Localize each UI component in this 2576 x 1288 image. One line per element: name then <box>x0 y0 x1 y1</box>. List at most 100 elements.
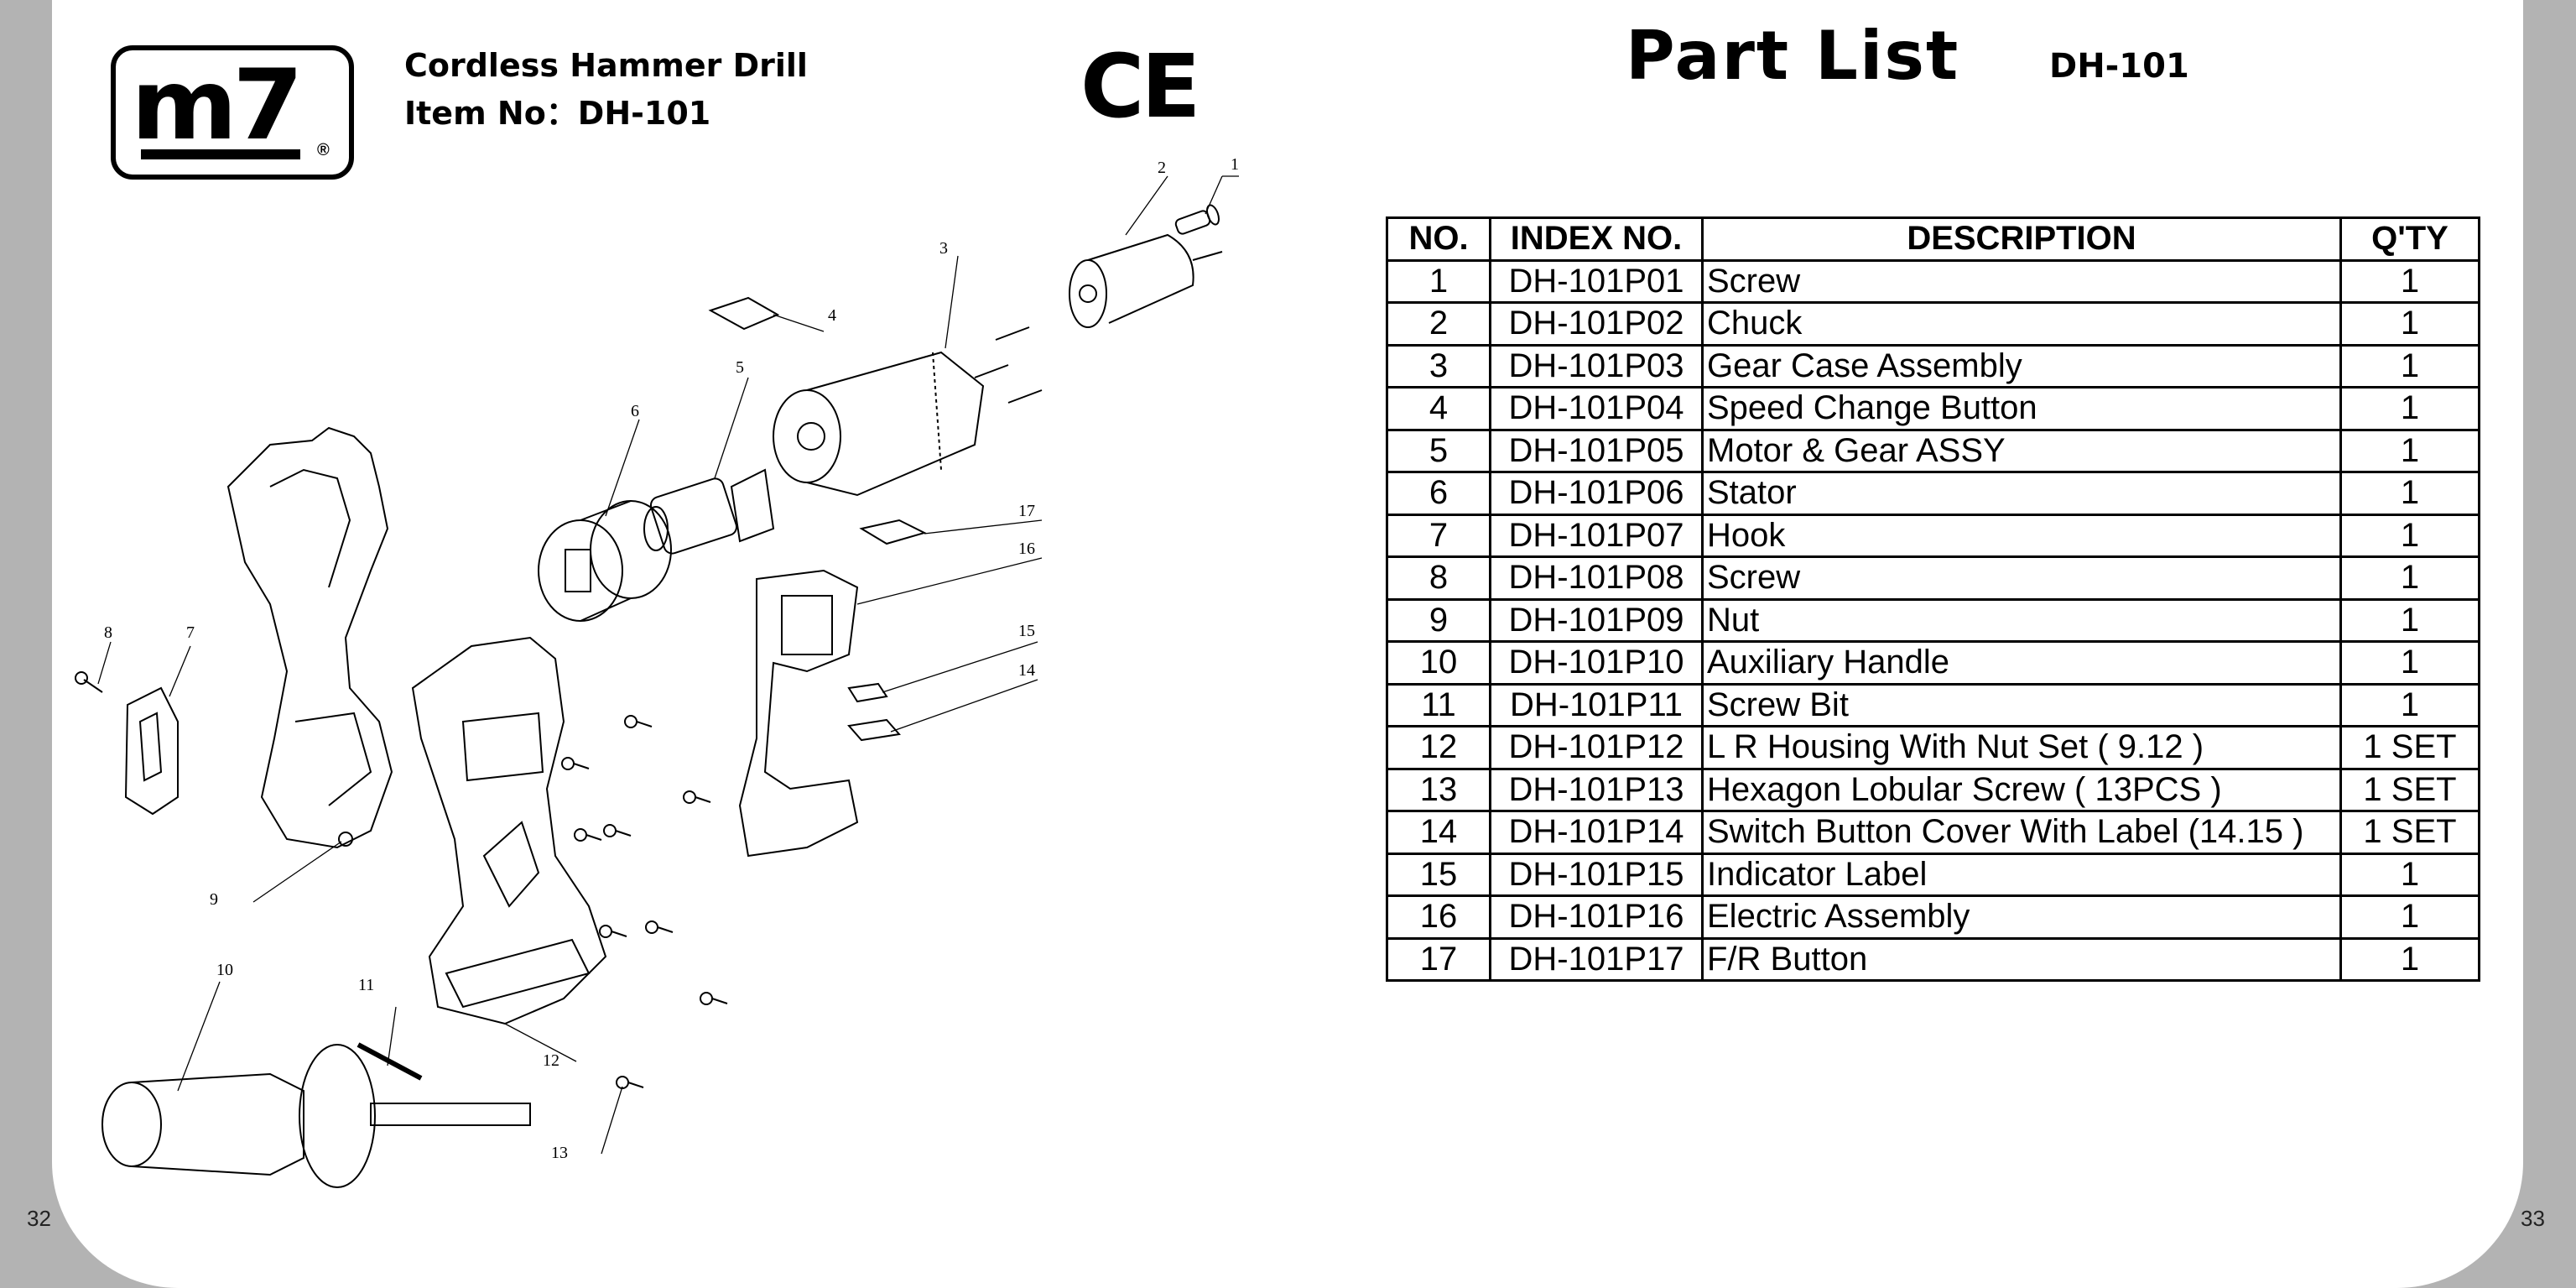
part-speed-button-icon <box>708 296 780 331</box>
cell-qty: 1 <box>2339 936 2480 982</box>
cell-no: 11 <box>1386 682 1491 727</box>
cell-description: Screw Bit <box>1701 682 2342 727</box>
part-chuck-icon <box>1069 233 1223 328</box>
cell-description: Gear Case Assembly <box>1701 343 2342 388</box>
cell-index-no: DH-101P11 <box>1489 682 1704 727</box>
cell-index-no: DH-101P10 <box>1489 640 1704 686</box>
part-right-housing-icon <box>411 636 607 1025</box>
callout-16: 16 <box>1018 540 1035 558</box>
cell-no: 10 <box>1386 640 1491 686</box>
cell-index-no: DH-101P13 <box>1489 767 1704 812</box>
product-name: Cordless Hammer Drill <box>404 47 808 84</box>
part-stator-icon <box>538 500 672 622</box>
logo-text: m7 <box>131 48 304 162</box>
item-number: Item No：DH-101 <box>404 95 711 132</box>
callout-6: 6 <box>631 402 639 420</box>
part-fr-button-icon <box>859 519 927 545</box>
cell-index-no: DH-101P05 <box>1489 428 1704 473</box>
cell-no: 13 <box>1386 767 1491 812</box>
cell-index-no: DH-101P03 <box>1489 343 1704 388</box>
header-no: NO. <box>1386 216 1491 262</box>
header-description: DESCRIPTION <box>1701 216 2342 262</box>
cell-qty: 1 <box>2339 343 2480 388</box>
cell-index-no: DH-101P14 <box>1489 810 1704 855</box>
callout-11: 11 <box>358 976 374 994</box>
page-number-left: 32 <box>27 1206 51 1231</box>
part-gear-case-icon <box>773 326 1043 497</box>
cell-no: 14 <box>1386 810 1491 855</box>
cell-no: 9 <box>1386 597 1491 643</box>
cell-description: Nut <box>1701 597 2342 643</box>
table-header-row: NO. INDEX NO. DESCRIPTION Q'TY <box>1386 216 2480 262</box>
cell-index-no: DH-101P06 <box>1489 471 1704 516</box>
cell-qty: 1 <box>2339 682 2480 727</box>
cell-description: Stator <box>1701 471 2342 516</box>
cell-qty: 1 <box>2339 258 2480 304</box>
cell-no: 17 <box>1386 936 1491 982</box>
m7-logo: m7 ® <box>111 45 354 180</box>
part-switch-cover-icon <box>847 718 901 742</box>
part-screw-icon <box>1174 204 1220 235</box>
cell-no: 4 <box>1386 386 1491 431</box>
part-nut-icon <box>338 832 353 847</box>
cell-qty: 1 <box>2339 471 2480 516</box>
cell-description: Hook <box>1701 513 2342 558</box>
part-list-model: DH-101 <box>2049 47 2189 86</box>
cell-index-no: DH-101P16 <box>1489 894 1704 940</box>
callout-17: 17 <box>1018 502 1035 520</box>
part-motor-icon <box>643 468 775 555</box>
registered-mark-icon: ® <box>317 141 330 159</box>
ce-mark-icon: CE <box>1080 35 1200 138</box>
cell-index-no: DH-101P01 <box>1489 258 1704 304</box>
callout-7: 7 <box>186 623 195 642</box>
callout-4: 4 <box>828 306 836 325</box>
cell-no: 8 <box>1386 555 1491 601</box>
cell-no: 16 <box>1386 894 1491 940</box>
cell-index-no: DH-101P02 <box>1489 301 1704 347</box>
cell-description: Screw <box>1701 258 2342 304</box>
callout-10: 10 <box>216 961 233 979</box>
cell-qty: 1 SET <box>2339 810 2480 855</box>
cell-index-no: DH-101P12 <box>1489 725 1704 770</box>
callout-14: 14 <box>1018 661 1035 680</box>
cell-no: 5 <box>1386 428 1491 473</box>
cell-qty: 1 <box>2339 428 2480 473</box>
cell-no: 2 <box>1386 301 1491 347</box>
part-auxiliary-handle-icon <box>101 1044 531 1188</box>
cell-no: 6 <box>1386 471 1491 516</box>
part-hook-icon <box>124 686 179 816</box>
cell-index-no: DH-101P07 <box>1489 513 1704 558</box>
callout-3: 3 <box>939 239 948 258</box>
callout-15: 15 <box>1018 622 1035 640</box>
cell-index-no: DH-101P17 <box>1489 936 1704 982</box>
cell-qty: 1 <box>2339 852 2480 897</box>
cell-description: Switch Button Cover With Label (14.15 ) <box>1701 810 2342 855</box>
callout-5: 5 <box>736 358 744 377</box>
cell-qty: 1 <box>2339 386 2480 431</box>
cell-no: 1 <box>1386 258 1491 304</box>
cell-no: 15 <box>1386 852 1491 897</box>
cell-no: 12 <box>1386 725 1491 770</box>
cell-description: F/R Button <box>1701 936 2342 982</box>
cell-qty: 1 <box>2339 513 2480 558</box>
cell-description: Auxiliary Handle <box>1701 640 2342 686</box>
callout-13: 13 <box>551 1144 568 1162</box>
part-indicator-label-icon <box>847 682 888 703</box>
exploded-parts-diagram: 1 2 3 4 5 6 7 8 9 10 11 12 13 14 15 16 1… <box>75 155 1239 1188</box>
cell-no: 3 <box>1386 343 1491 388</box>
cell-no: 7 <box>1386 513 1491 558</box>
cell-qty: 1 <box>2339 301 2480 347</box>
